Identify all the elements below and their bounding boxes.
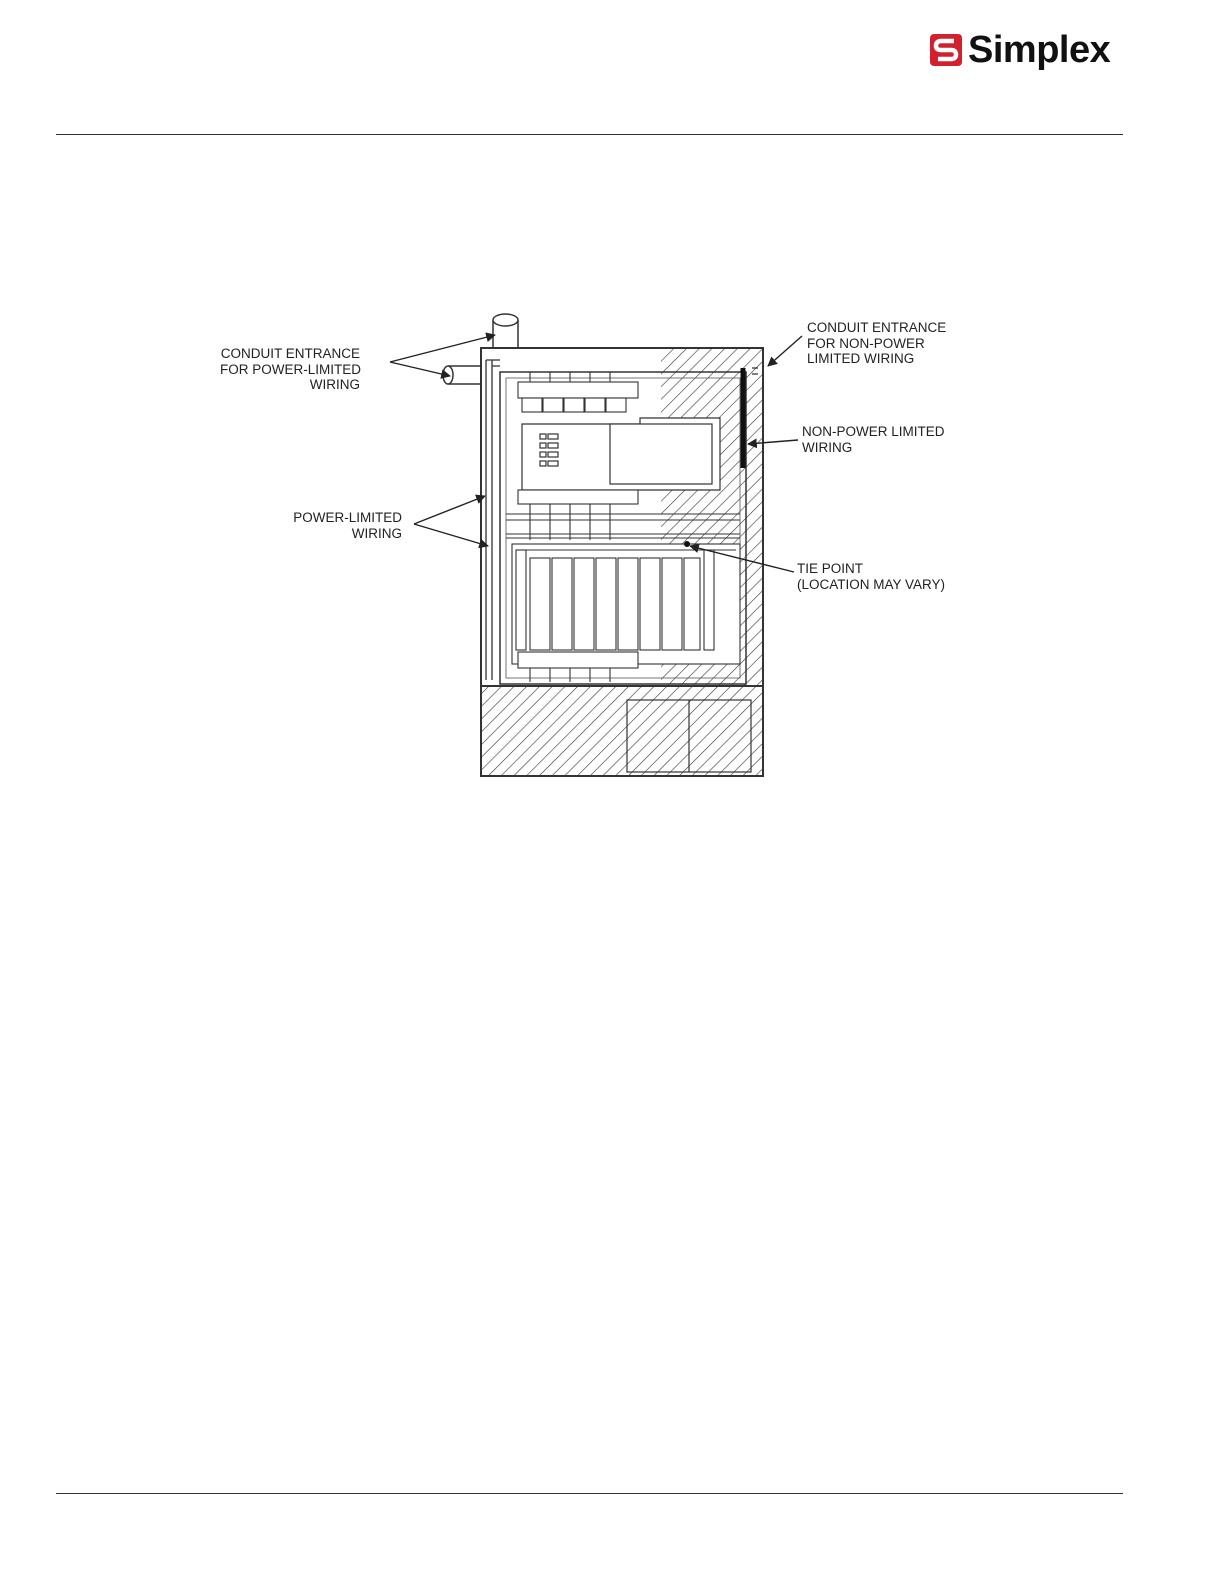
battery-compartment: [482, 686, 762, 775]
label-conduit-power-limited: CONDUIT ENTRANCE FOR POWER-LIMITED WIRIN…: [220, 346, 360, 393]
simplex-logo: Simplex: [930, 28, 1110, 72]
label-tie-point: TIE POINT (LOCATION MAY VARY): [797, 561, 945, 592]
label-power-limited-wiring: POWER-LIMITED WIRING: [264, 510, 402, 541]
header-rule: [56, 134, 1123, 135]
tie-point-marker: [684, 541, 690, 547]
card-cage: [512, 544, 740, 664]
label-conduit-non-power: CONDUIT ENTRANCE FOR NON-POWER LIMITED W…: [807, 320, 946, 367]
footer-rule: [56, 1493, 1123, 1494]
simplex-logo-icon: [930, 34, 962, 66]
simplex-logo-text: Simplex: [968, 31, 1110, 69]
wiring-diagram-figure: CONDUIT ENTRANCE FOR POWER-LIMITED WIRIN…: [200, 300, 980, 800]
conduit-side: [443, 366, 482, 384]
label-non-power-limited-wiring: NON-POWER LIMITED WIRING: [802, 424, 945, 455]
conduit-top: [493, 314, 518, 352]
main-board: [522, 418, 720, 490]
